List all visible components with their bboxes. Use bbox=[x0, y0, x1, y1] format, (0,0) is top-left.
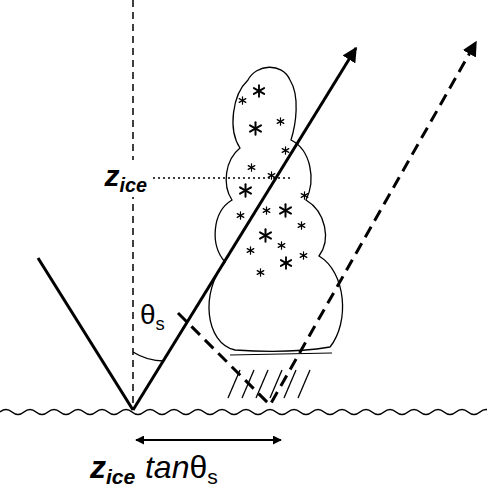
displacement-arrow bbox=[136, 439, 281, 441]
tangent-function: tan bbox=[145, 449, 189, 485]
angle-arc bbox=[133, 352, 164, 361]
reflected-ray bbox=[133, 48, 356, 410]
height-subscript: ice bbox=[120, 174, 148, 196]
angle-label: θs bbox=[138, 300, 167, 334]
angle-symbol: θ bbox=[189, 449, 207, 485]
angle-subscript: s bbox=[207, 465, 218, 488]
height-symbol: z bbox=[105, 159, 120, 192]
displacement-label: zicetanθs bbox=[88, 450, 220, 488]
normal-line bbox=[132, 0, 134, 405]
height-symbol: z bbox=[90, 449, 106, 485]
height-subscript: ice bbox=[106, 465, 135, 488]
height-label: zice bbox=[103, 160, 150, 197]
angle-subscript: s bbox=[156, 313, 165, 334]
sea-surface bbox=[0, 410, 487, 415]
shadowed-ray bbox=[178, 42, 476, 405]
angle-symbol: θ bbox=[140, 299, 156, 330]
height-leader bbox=[153, 177, 290, 178]
incident-ray bbox=[38, 258, 133, 410]
